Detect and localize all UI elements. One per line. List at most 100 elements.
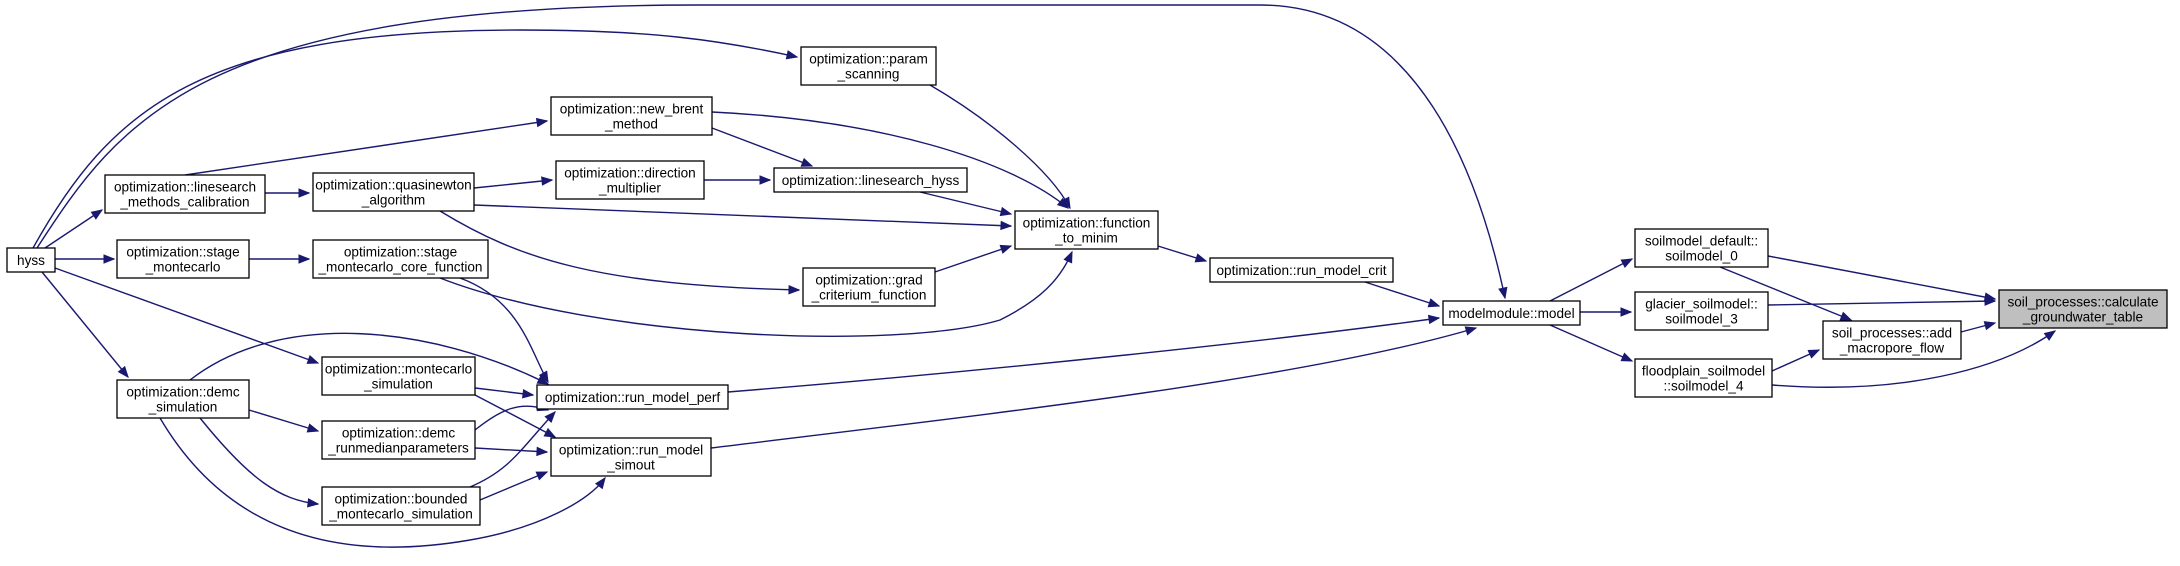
node-box[interactable] [1822, 320, 1962, 360]
node-label: ::soilmodel_4 [1663, 379, 1744, 394]
node-hyss[interactable]: hyss [6, 247, 56, 273]
node-box[interactable] [321, 356, 476, 396]
edge-modelmodule_model-to-soilmodel_4 [1549, 324, 1634, 362]
edge-param_scanning-to-function_to_minim [929, 84, 1071, 210]
edge-demc_simulation-to-demc_runmedianparameters [248, 409, 320, 433]
edge-line [919, 191, 1012, 215]
node-box[interactable] [536, 384, 729, 410]
node-box[interactable] [550, 96, 713, 136]
node-label: _scanning [837, 67, 900, 82]
edge-line [1767, 255, 1996, 300]
node-stage-montecarlo[interactable]: optimization::stage_montecarlo [116, 239, 250, 279]
node-box[interactable] [116, 239, 250, 279]
node-box[interactable] [1634, 291, 1769, 331]
edge-arrowhead [788, 284, 801, 295]
node-box[interactable] [312, 239, 489, 279]
node-box[interactable] [555, 160, 705, 200]
edges-layer [32, 4, 2057, 548]
node-box[interactable] [800, 46, 937, 86]
node-grad-criterium[interactable]: optimization::grad_criterium_function [802, 267, 936, 307]
node-linesearch-hyss[interactable]: optimization::linesearch_hyss [773, 167, 968, 193]
edge-arrowhead [759, 175, 772, 185]
edge-arrowhead [522, 389, 535, 399]
edge-new_brent_method-to-function_to_minim [711, 111, 1070, 209]
node-new-brent-method[interactable]: optimization::new_brent_method [550, 96, 713, 136]
edge-new_brent_method-to-linesearch_hyss [711, 127, 814, 167]
node-box[interactable] [1634, 228, 1769, 268]
node-run-model-simout[interactable]: optimization::run_model_simout [550, 437, 712, 477]
node-label: _montecarlo_core_function [318, 260, 483, 275]
node-box[interactable] [1014, 210, 1159, 250]
node-run-model-perf[interactable]: optimization::run_model_perf [536, 384, 729, 410]
nodes-layer: hyss optimization::linesearch_methods_cal… [6, 46, 2168, 526]
edge-line [1771, 330, 2056, 388]
node-label: soilmodel_3 [1665, 312, 1738, 327]
edge-line [929, 84, 1071, 209]
node-box[interactable] [312, 172, 475, 212]
node-function-to-minim[interactable]: optimization::function_to_minim [1014, 210, 1159, 250]
edge-line [32, 29, 798, 249]
node-label: glacier_soilmodel:: [1645, 297, 1758, 312]
node-add-macropore-flow[interactable]: soil_processes::add_macropore_flow [1822, 320, 1962, 360]
node-label: _groundwater_table [2022, 310, 2143, 325]
edge-run_model_simout-to-modelmodule_model [710, 326, 1478, 449]
node-box[interactable] [104, 174, 266, 214]
edge-line [248, 409, 319, 432]
node-box[interactable] [1442, 300, 1581, 326]
edge-arrowhead [307, 498, 320, 508]
edge-quasinewton_algorithm-to-grad_criterium [439, 210, 801, 295]
edge-soilmodel_4-to-calc_groundwater_table [1771, 330, 2057, 388]
edge-line [710, 327, 1477, 449]
edge-run_model_crit-to-modelmodule_model [1364, 281, 1441, 308]
node-montecarlo-simulation[interactable]: optimization::montecarlo_simulation [321, 356, 476, 396]
edge-arrowhead [999, 206, 1013, 217]
node-box[interactable] [802, 267, 936, 307]
edge-line [439, 251, 1073, 337]
edge-arrowhead [594, 476, 606, 490]
node-label: optimization::linesearch_hyss [782, 173, 960, 188]
node-calc-groundwater-table[interactable]: soil_processes::calculate_groundwater_ta… [1998, 289, 2168, 329]
edge-arrowhead [1427, 314, 1441, 325]
edge-line [479, 471, 548, 501]
edge-arrowhead [2043, 330, 2057, 341]
edge-line [1719, 266, 1852, 321]
edge-line [54, 267, 319, 364]
node-label: _montecarlo [145, 260, 221, 275]
node-demc-simulation[interactable]: optimization::demc_simulation [116, 379, 250, 419]
node-box[interactable] [1998, 289, 2168, 329]
node-box[interactable] [321, 486, 481, 526]
node-run-model-crit[interactable]: optimization::run_model_crit [1209, 257, 1394, 283]
edge-line [1549, 258, 1633, 302]
edge-arrowhead [1427, 298, 1441, 308]
node-soilmodel-0[interactable]: soilmodel_default::soilmodel_0 [1634, 228, 1769, 268]
edge-stage_montecarlo_core-to-function_to_minim [439, 250, 1073, 337]
node-stage-montecarlo-core[interactable]: optimization::stage_montecarlo_core_func… [312, 239, 489, 279]
edge-line [1364, 281, 1440, 307]
edge-arrowhead [306, 354, 320, 364]
node-box[interactable] [773, 167, 968, 193]
node-ls-methods-calibration[interactable]: optimization::linesearch_methods_calibra… [104, 174, 266, 214]
edge-line [459, 277, 549, 383]
node-box[interactable] [6, 247, 56, 273]
edge-bounded_montecarlo-to-run_model_simout [479, 471, 549, 501]
node-demc-runmedianparameters[interactable]: optimization::demc_runmedianparameters [321, 420, 476, 460]
node-soilmodel-4[interactable]: floodplain_soilmodel::soilmodel_4 [1634, 358, 1773, 398]
node-quasinewton-algorithm[interactable]: optimization::quasinewton_algorithm [312, 172, 475, 212]
node-box[interactable] [321, 420, 476, 460]
edge-line [189, 332, 549, 385]
node-direction-multiplier[interactable]: optimization::direction_multiplier [555, 160, 705, 200]
edge-line [711, 111, 1069, 209]
node-label: optimization::bounded [334, 492, 467, 507]
node-box[interactable] [1209, 257, 1394, 283]
edge-line [473, 204, 1012, 227]
edge-arrowhead [535, 471, 549, 481]
node-modelmodule-model[interactable]: modelmodule::model [1442, 300, 1581, 326]
node-label: optimization::grad [815, 273, 922, 288]
node-box[interactable] [116, 379, 250, 419]
node-soilmodel-3[interactable]: glacier_soilmodel::soilmodel_3 [1634, 291, 1769, 331]
node-param-scanning[interactable]: optimization::param_scanning [800, 46, 937, 86]
node-box[interactable] [1634, 358, 1773, 398]
node-bounded-montecarlo[interactable]: optimization::bounded_montecarlo_simulat… [321, 486, 481, 526]
node-box[interactable] [550, 437, 712, 477]
